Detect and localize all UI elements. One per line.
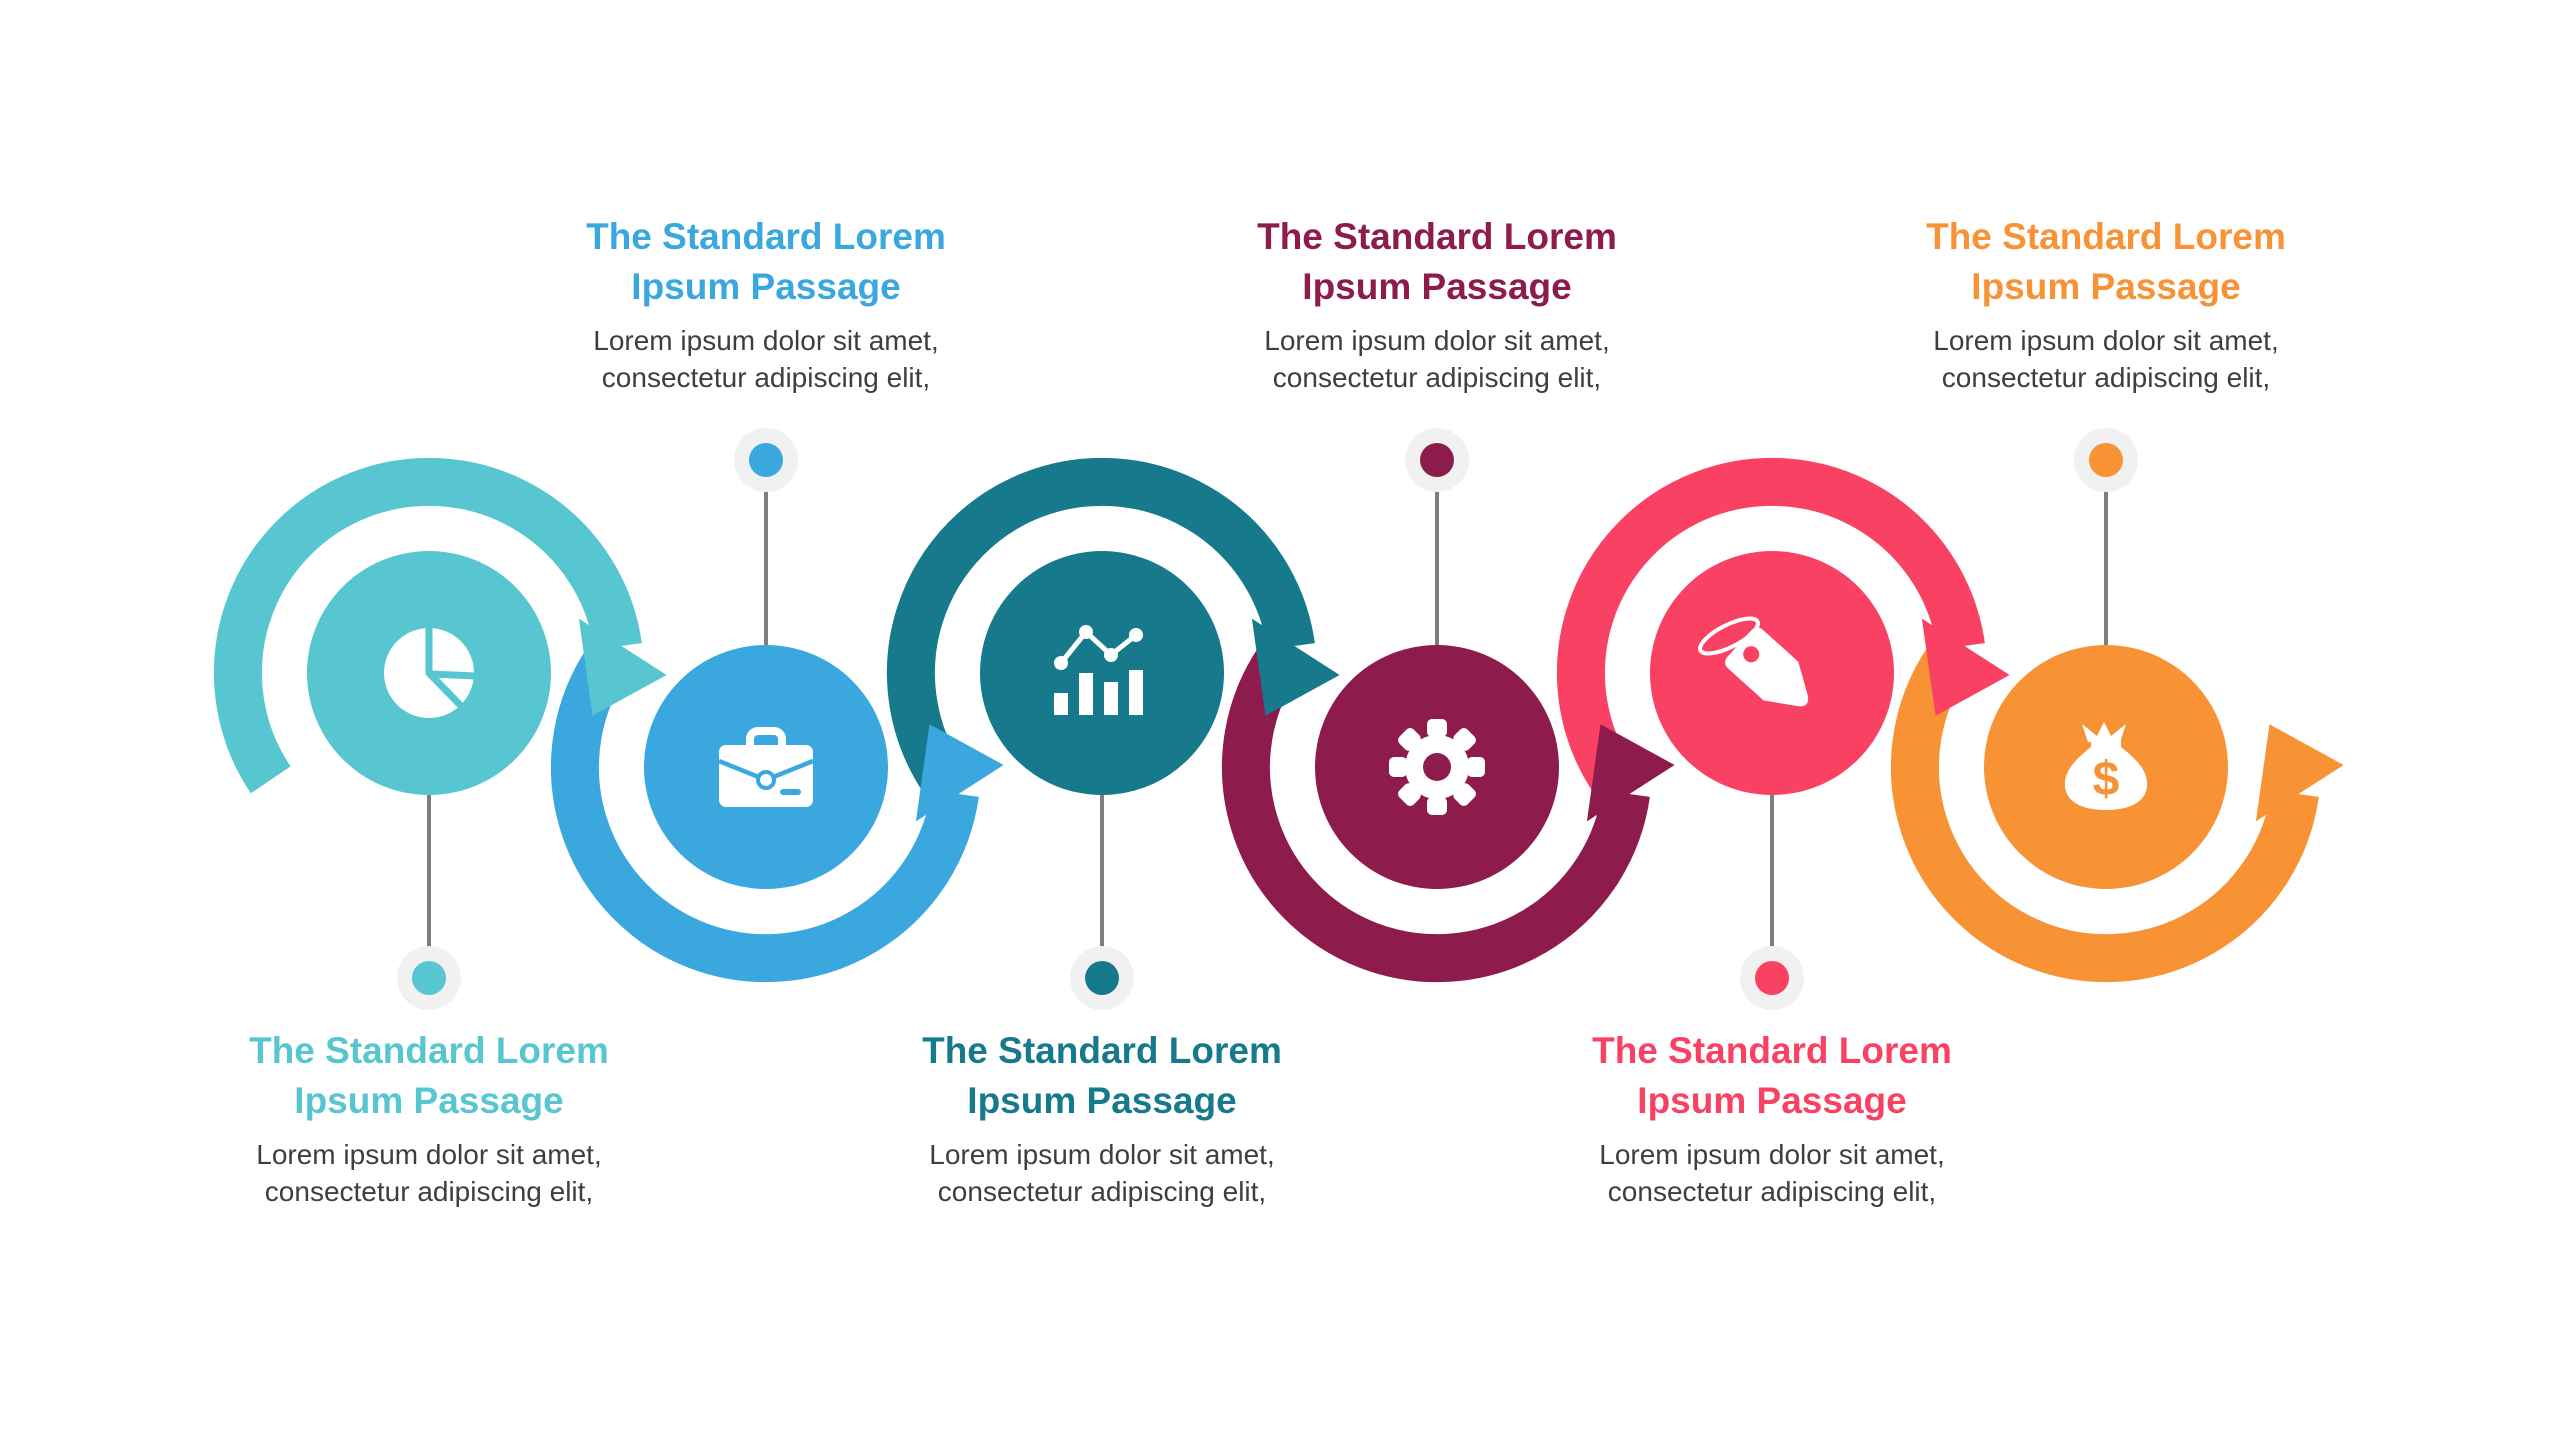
- line-bar-chart-icon: [1054, 625, 1143, 715]
- arrow-head-icon: [578, 618, 667, 716]
- step-1-text-block: The Standard Lorem Ipsum Passage Lorem i…: [189, 1026, 669, 1210]
- step-2-text-block: The Standard Lorem Ipsum Passage Lorem i…: [526, 212, 1006, 396]
- step-dot: [749, 443, 783, 477]
- arrow-head-icon: [2255, 724, 2344, 822]
- svg-text:$: $: [2093, 753, 2120, 806]
- step-5-text-block: The Standard Lorem Ipsum Passage Lorem i…: [1532, 1026, 2012, 1210]
- step-dot: [2089, 443, 2123, 477]
- pie-chart-icon: [384, 626, 477, 718]
- step-5-body: Lorem ipsum dolor sit amet, consectetur …: [1599, 1139, 1945, 1207]
- step-6-text-block: The Standard Lorem Ipsum Passage Lorem i…: [1866, 212, 2346, 396]
- arrow-head-icon: [915, 724, 1004, 822]
- step-4-body: Lorem ipsum dolor sit amet, consectetur …: [1264, 325, 1610, 393]
- arrow-head-icon: [1251, 618, 1340, 716]
- step-6-body: Lorem ipsum dolor sit amet, consectetur …: [1933, 325, 2279, 393]
- step-1-title: The Standard Lorem Ipsum Passage: [249, 1030, 609, 1121]
- step-dot: [412, 961, 446, 995]
- gear-icon: [1389, 719, 1485, 815]
- arrow-ring: [1890, 646, 2319, 983]
- step-2-title: The Standard Lorem Ipsum Passage: [586, 216, 946, 307]
- arrow-head-icon: [1921, 618, 2010, 716]
- step-dot: [1755, 961, 1789, 995]
- step-3-text-block: The Standard Lorem Ipsum Passage Lorem i…: [862, 1026, 1342, 1210]
- step-2-body: Lorem ipsum dolor sit amet, consectetur …: [593, 325, 939, 393]
- money-bag-icon: $: [2064, 722, 2148, 810]
- step-circle: [980, 551, 1224, 795]
- step-3-group: [886, 457, 1340, 1010]
- step-2-group: [550, 428, 1004, 983]
- step-1-body: Lorem ipsum dolor sit amet, consectetur …: [256, 1139, 602, 1207]
- step-1-group: [213, 457, 667, 1010]
- step-4-group: [1221, 428, 1675, 983]
- arrow-ring: [1221, 646, 1650, 983]
- price-tag-icon: [1698, 616, 1809, 707]
- step-dot: [1085, 961, 1119, 995]
- step-dot: [1420, 443, 1454, 477]
- briefcase-icon: [718, 727, 814, 807]
- step-3-body: Lorem ipsum dolor sit amet, consectetur …: [929, 1139, 1275, 1207]
- step-5-group: [1556, 457, 2010, 1010]
- arrow-ring: [550, 646, 979, 983]
- arrow-ring: [213, 457, 642, 794]
- arrow-ring: [886, 457, 1315, 794]
- step-4-text-block: The Standard Lorem Ipsum Passage Lorem i…: [1197, 212, 1677, 396]
- step-6-group: $: [1890, 428, 2344, 983]
- step-5-title: The Standard Lorem Ipsum Passage: [1592, 1030, 1952, 1121]
- step-4-title: The Standard Lorem Ipsum Passage: [1257, 216, 1617, 307]
- arrow-ring: [1556, 457, 1985, 794]
- step-6-title: The Standard Lorem Ipsum Passage: [1926, 216, 2286, 307]
- step-3-title: The Standard Lorem Ipsum Passage: [922, 1030, 1282, 1121]
- arrow-head-icon: [1586, 724, 1675, 822]
